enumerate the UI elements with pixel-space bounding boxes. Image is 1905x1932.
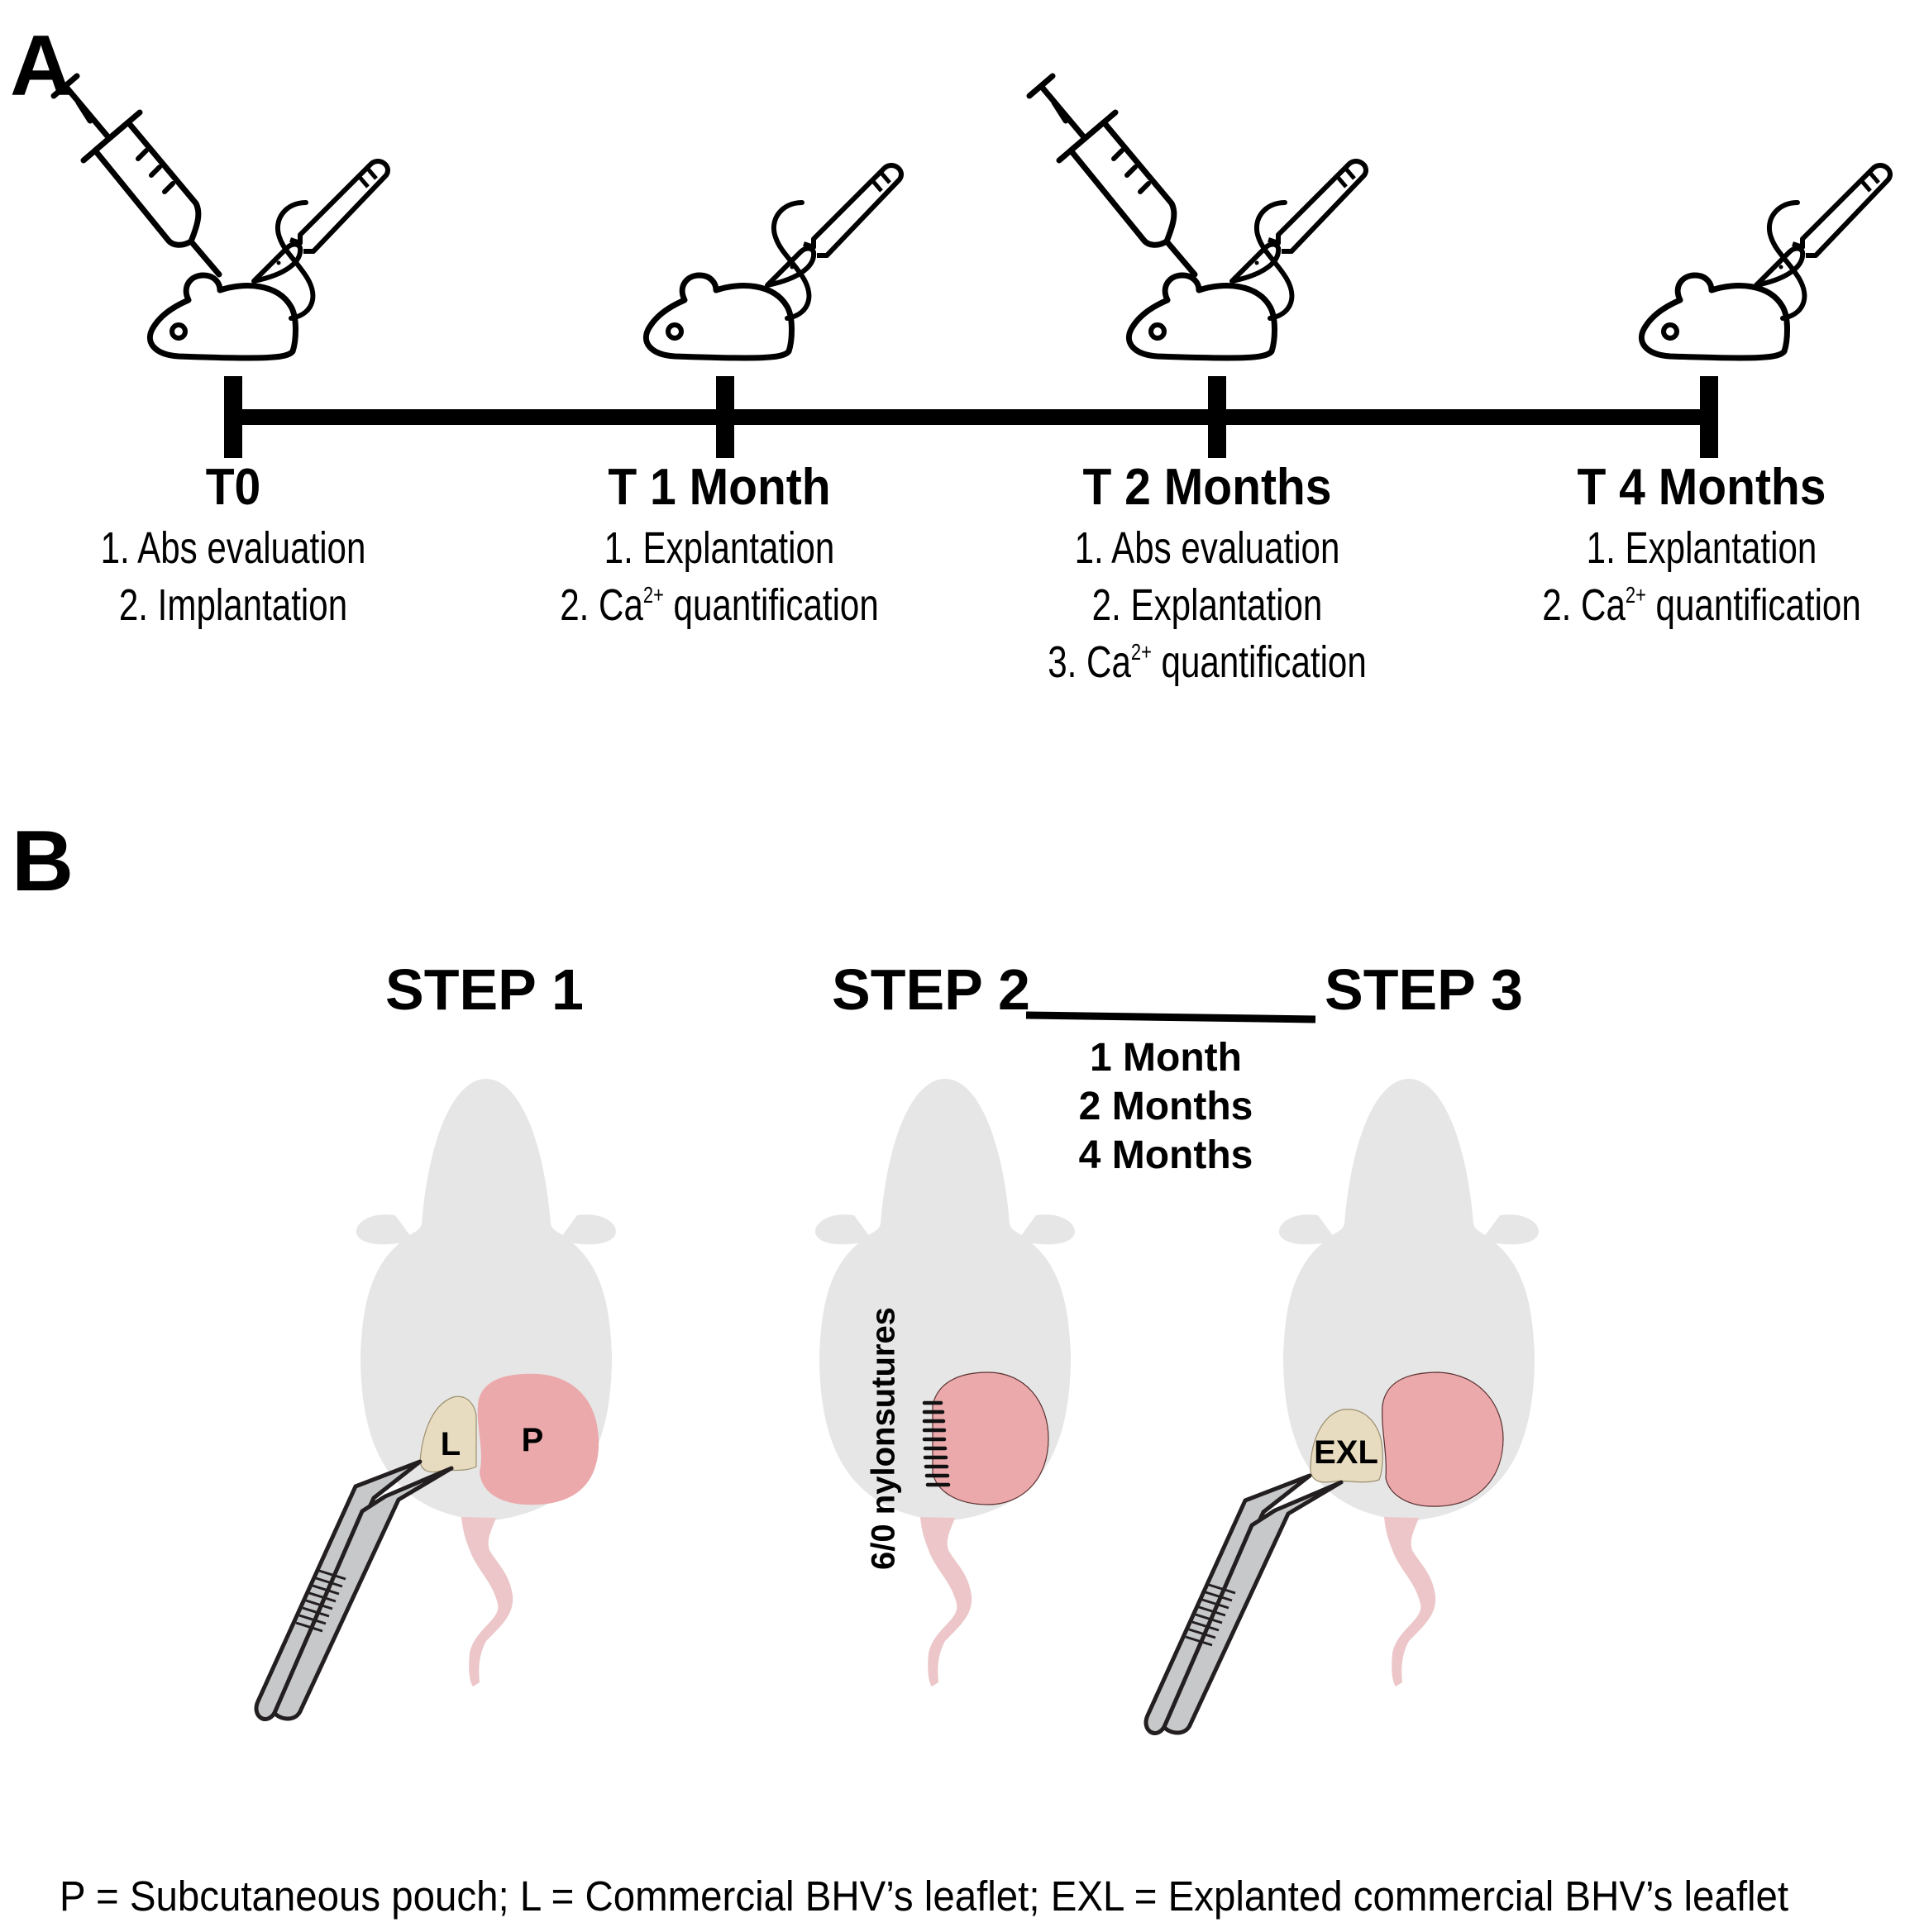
- duration-item: 2 Months: [1078, 1085, 1253, 1128]
- timeline-axis: [233, 409, 1708, 425]
- step-text: 2. Ca: [1542, 580, 1626, 630]
- step-text: 3. Ca: [1048, 637, 1131, 687]
- timeline-graphic: [0, 0, 1905, 458]
- timepoint-t1-month: T 1 Month 1. Explantation 2. Ca2+ quanti…: [471, 459, 967, 634]
- superscript: 2+: [1625, 581, 1646, 608]
- timepoint-step: 3. Ca2+ quantification: [1014, 634, 1401, 691]
- timepoint-step: 2. Implantation: [118, 580, 348, 630]
- step-text: 2. Ca: [560, 580, 643, 630]
- timepoint-step: 2. Explantation: [1091, 580, 1323, 630]
- duration-line: [1025, 1011, 1316, 1023]
- panel-a-label: A: [10, 18, 73, 114]
- timepoint-title: T 4 Months: [1577, 459, 1826, 516]
- timepoint-step: 1. Explantation: [1586, 523, 1817, 573]
- pouch-sutured: [932, 1371, 1049, 1505]
- suture-label: 6/0 nylonsutures: [865, 1307, 902, 1570]
- timepoint-t0: T0 1. Abs evaluation 2. Implantation: [0, 459, 481, 634]
- timepoint-step: 2. Ca2+ quantification: [1508, 577, 1895, 634]
- timepoint-steps: 1. Abs evaluation 2. Explantation 3. Ca2…: [959, 520, 1455, 691]
- explanted-leaflet-label: EXL: [1314, 1434, 1378, 1471]
- timeline-tick-t0: [224, 376, 242, 458]
- duration-list: 1 Month 2 Months 4 Months: [1042, 1033, 1290, 1180]
- sutures-icon: [922, 1400, 951, 1487]
- timepoint-steps: 1. Abs evaluation 2. Implantation: [0, 520, 481, 634]
- timepoint-steps: 1. Explantation 2. Ca2+ quantification: [471, 520, 967, 634]
- timepoint-step: 1. Abs evaluation: [100, 523, 366, 573]
- step-text: quantification: [1151, 637, 1367, 687]
- timepoint-step: 1. Abs evaluation: [1074, 523, 1340, 573]
- timepoint-t4-months: T 4 Months 1. Explantation 2. Ca2+ quant…: [1454, 459, 1905, 634]
- timepoint-steps: 1. Explantation 2. Ca2+ quantification: [1454, 520, 1905, 634]
- duration-item: 4 Months: [1078, 1133, 1253, 1177]
- timepoint-step: 2. Ca2+ quantification: [526, 577, 913, 634]
- panel-b-label: B: [12, 813, 74, 909]
- pouch-explanted: [1382, 1371, 1504, 1507]
- step-text: quantification: [1645, 580, 1861, 630]
- mouse-silhouette-icon: [815, 1079, 1075, 1686]
- step-text: quantification: [663, 580, 879, 630]
- timeline-tick-t2: [1208, 376, 1226, 458]
- pouch-p: [477, 1373, 599, 1505]
- mouse-silhouette-icon: [356, 1079, 616, 1686]
- figure-legend: P = Subcutaneous pouch; L = Commercial B…: [60, 1872, 1789, 1920]
- timepoint-step: 1. Explantation: [604, 523, 835, 573]
- leaflet-label: L: [440, 1426, 461, 1462]
- leaflet-l: [419, 1395, 477, 1473]
- superscript: 2+: [642, 581, 664, 608]
- timeline-tick-t4: [1700, 376, 1718, 458]
- superscript: 2+: [1130, 638, 1152, 665]
- timepoint-title: T 2 Months: [1082, 459, 1332, 516]
- forceps-icon: [1146, 1476, 1341, 1733]
- mouse-step-1: [356, 1079, 616, 1686]
- timepoint-title: T 1 Month: [608, 459, 831, 516]
- step-2-label: STEP 2: [832, 957, 1030, 1022]
- step-3-label: STEP 3: [1325, 957, 1523, 1022]
- pouch-label: P: [521, 1422, 544, 1458]
- leaflet-exl: [1310, 1409, 1383, 1483]
- timepoint-t2-months: T 2 Months 1. Abs evaluation 2. Explanta…: [959, 459, 1455, 691]
- timeline-tick-t1: [716, 376, 734, 458]
- timepoint-title: T0: [205, 459, 261, 516]
- step-1-label: STEP 1: [385, 957, 584, 1022]
- mouse-step-2: [815, 1079, 1075, 1686]
- duration-item: 1 Month: [1090, 1036, 1242, 1080]
